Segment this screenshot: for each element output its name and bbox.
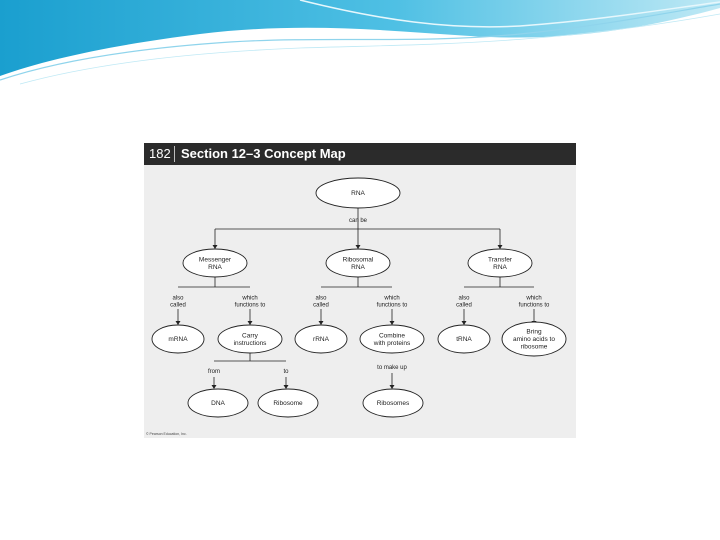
link-also-called-1-line: called (313, 303, 329, 309)
node-type-2-label-line: RNA (493, 264, 507, 271)
link-to-make-up: to make up (377, 365, 407, 371)
link-to: to (283, 369, 289, 375)
node-function-0-label-line: instructions (234, 340, 268, 347)
node-dna-label: DNA (211, 400, 225, 407)
arrow-function-1-head (390, 321, 395, 325)
arrow-to-ribosome-head (284, 385, 289, 389)
node-type-1-label-line: RNA (351, 264, 365, 271)
link-can-be-line: can be (349, 218, 368, 224)
node-ribosome-label: Ribosome (273, 400, 303, 407)
link-to-line: to (283, 369, 289, 375)
node-function-2-label-line: ribosome (521, 344, 548, 351)
node-ribosome-label-line: Ribosome (273, 400, 303, 407)
node-abbrev-2-label-line: tRNA (456, 336, 472, 343)
node-type-0-label-line: Messenger (199, 256, 232, 263)
node-function-1-label-line: with proteins (373, 340, 411, 347)
node-abbrev-2-label: tRNA (456, 336, 472, 343)
node-dna-label-line: DNA (211, 400, 225, 407)
link-also-called-2-line: called (456, 303, 472, 309)
node-abbrev-1-label: rRNA (313, 336, 330, 343)
arrow-abbrev-0-head (176, 321, 181, 325)
arrow-to-type-2-head (498, 245, 503, 249)
header-wave-decoration (0, 0, 720, 90)
arrow-function-0-head (248, 321, 253, 325)
arrow-to-dna-head (212, 385, 217, 389)
node-rna-label: RNA (351, 190, 365, 197)
node-type-2-label-line: Transfer (488, 256, 513, 263)
arrow-abbrev-1-head (319, 321, 324, 325)
node-function-0-label-line: Carry (242, 332, 259, 339)
node-abbrev-1-label-line: rRNA (313, 336, 330, 343)
link-can-be: can be (349, 218, 368, 224)
link-from: from (208, 369, 220, 375)
node-rna-label-line: RNA (351, 190, 365, 197)
node-abbrev-0-label-line: mRNA (168, 336, 188, 343)
link-to-make-up-line: to make up (377, 365, 407, 371)
link-which-functions-1-line: functions to (377, 303, 408, 309)
arrow-abbrev-2-head (462, 321, 467, 325)
link-which-functions-2-line: which (525, 296, 541, 302)
link-also-called-0-line: called (170, 303, 186, 309)
link-which-functions-0-line: which (241, 296, 257, 302)
node-function-2-label-line: amino acids to (513, 336, 555, 343)
node-type-1-label-line: Ribosomal (343, 256, 374, 263)
node-ribosomes-label: Ribosomes (377, 400, 410, 407)
link-also-called-2-line: also (458, 296, 470, 302)
node-abbrev-0-label: mRNA (168, 336, 188, 343)
node-function-1-label-line: Combine (379, 332, 405, 339)
link-which-functions-0-line: functions to (235, 303, 266, 309)
link-which-functions-1-line: which (383, 296, 399, 302)
link-also-called-0-line: also (172, 296, 184, 302)
node-function-2-label-line: Bring (526, 329, 542, 336)
link-which-functions-2-line: functions to (519, 303, 550, 309)
node-type-0-label-line: RNA (208, 264, 222, 271)
link-also-called-1-line: also (315, 296, 327, 302)
arrow-to-ribosomes-head (390, 385, 395, 389)
arrow-to-type-1-head (356, 245, 361, 249)
arrow-to-type-0-head (213, 245, 218, 249)
copyright-note: © Pearson Education, Inc. (146, 432, 187, 436)
link-from-line: from (208, 369, 220, 375)
node-ribosomes-label-line: Ribosomes (377, 400, 410, 407)
